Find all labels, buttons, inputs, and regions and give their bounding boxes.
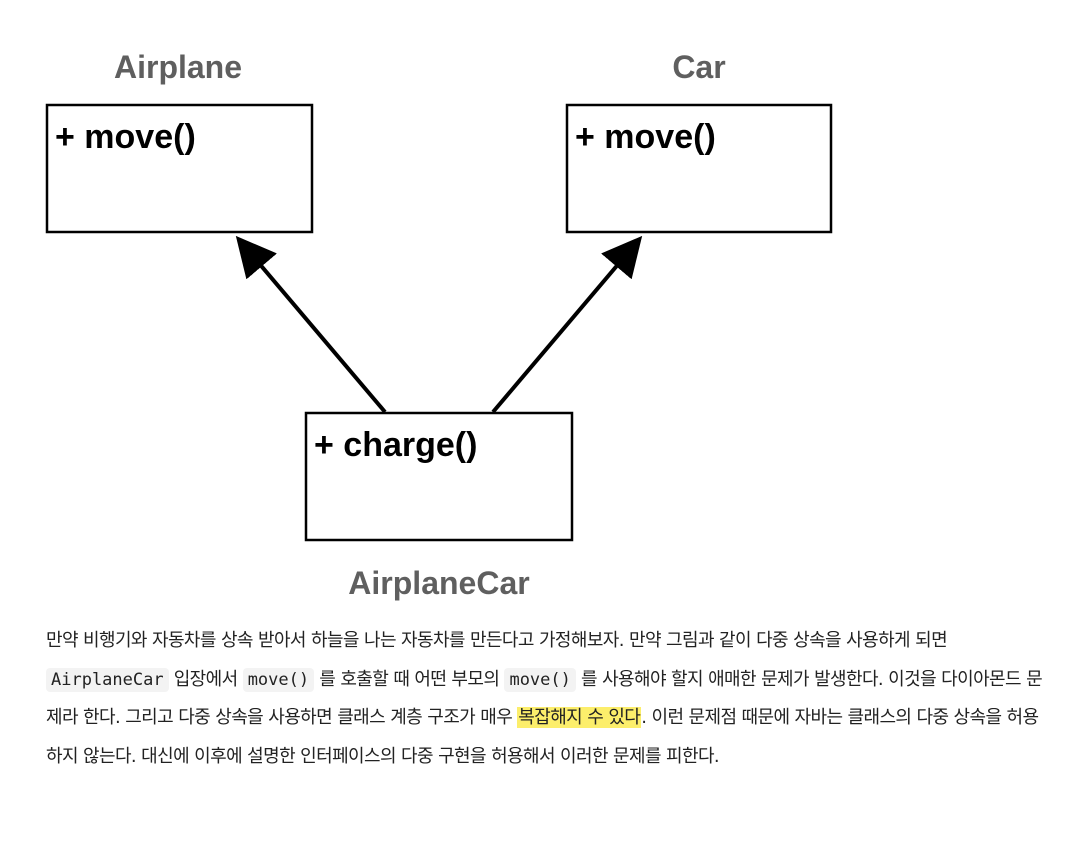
airplanecar-charge-method: + charge(): [314, 426, 477, 464]
inline-code-airplanecar: AirplaneCar: [46, 667, 169, 692]
text-segment: 입장에서: [168, 668, 243, 690]
text-segment: 를 호출할 때 어떤 부모의: [314, 668, 505, 690]
car-class-name: Car: [672, 49, 725, 85]
inheritance-arrow-airplane: [235, 235, 387, 414]
inline-code-move: move(): [242, 667, 315, 692]
airplanecar-class-name: AirplaneCar: [348, 565, 529, 601]
class-diagram: Airplane + move() Car + move() + charge(…: [45, 49, 833, 601]
text-segment: . 이런 문제점 때문에 자바는 클래스의 다중 상속을 허용하지 않는다. 대…: [46, 707, 1039, 767]
diamond-problem-paragraph: 만약 비행기와 자동차를 상속 받아서 하늘을 나는 자동차를 만든다고 가정해…: [46, 622, 1046, 776]
text-segment: 만약 비행기와 자동차를 상속 받아서 하늘을 나는 자동차를 만든다고 가정해…: [46, 630, 948, 651]
inline-code-move: move(): [504, 667, 576, 692]
car-class-box: [565, 103, 833, 234]
text-segment: 를 사용해야 할지 애매한 문제가 발생한다. 이것을 다이아몬드 문제라 한다…: [46, 668, 1043, 729]
airplane-class-name: Airplane: [114, 49, 242, 85]
car-move-method: + move(): [575, 118, 716, 156]
airplane-move-method: + move(): [55, 118, 196, 156]
airplanecar-class-box: [304, 411, 574, 542]
inheritance-arrow-car: [491, 235, 643, 414]
highlighted-text: 복잡해지 수 있다: [517, 707, 642, 728]
airplane-class-box: [45, 103, 314, 234]
